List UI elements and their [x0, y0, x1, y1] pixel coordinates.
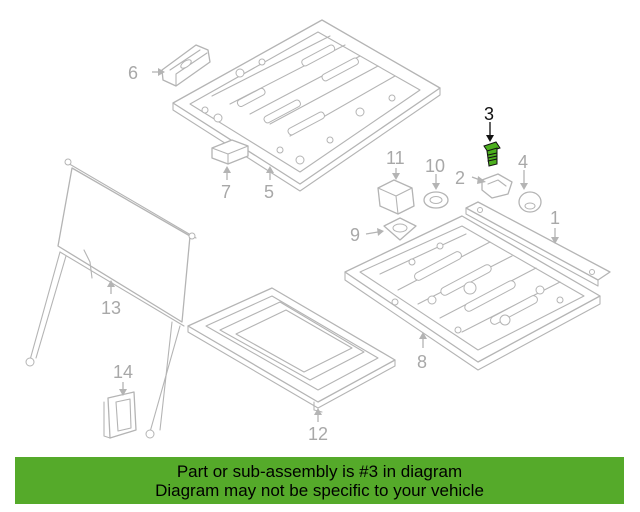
part-6-bracket	[161, 44, 211, 87]
callout-14: 14	[113, 362, 133, 382]
part-1-rail	[465, 201, 611, 287]
part-11-cover	[377, 179, 415, 215]
callout-12: 12	[308, 424, 328, 444]
callout-9: 9	[350, 225, 360, 245]
callout-8: 8	[417, 352, 427, 372]
banner-line-2: Diagram may not be specific to your vehi…	[155, 481, 484, 500]
part-13-cargo-cover	[25, 158, 197, 439]
parts-diagram: 6 7 5 3 2 4 10 11 9 1 8 13 14 12	[25, 19, 611, 444]
callout-5: 5	[264, 182, 274, 202]
callout-1: 1	[550, 208, 560, 228]
callout-4: 4	[518, 152, 528, 172]
callout-2: 2	[455, 168, 465, 188]
part-10-plug	[423, 191, 449, 209]
part-9-bracket	[383, 217, 417, 241]
notice-banner: Part or sub-assembly is #3 in diagram Di…	[15, 457, 624, 504]
part-12-floor-tray	[187, 287, 396, 413]
callout-3: 3	[484, 104, 494, 124]
callout-11: 11	[386, 148, 405, 168]
callout-7: 7	[221, 182, 231, 202]
leader-lines	[107, 68, 559, 422]
callout-13: 13	[101, 298, 121, 318]
part-7-block	[211, 139, 249, 165]
part-8-floor-panel	[344, 215, 601, 371]
callout-10: 10	[425, 156, 445, 176]
part-14-clip	[103, 391, 137, 439]
callout-6: 6	[128, 63, 138, 83]
part-3-bolt	[483, 141, 501, 167]
part-2-clip	[481, 173, 513, 199]
part-4-grommet	[518, 191, 542, 213]
banner-line-1: Part or sub-assembly is #3 in diagram	[176, 462, 463, 481]
